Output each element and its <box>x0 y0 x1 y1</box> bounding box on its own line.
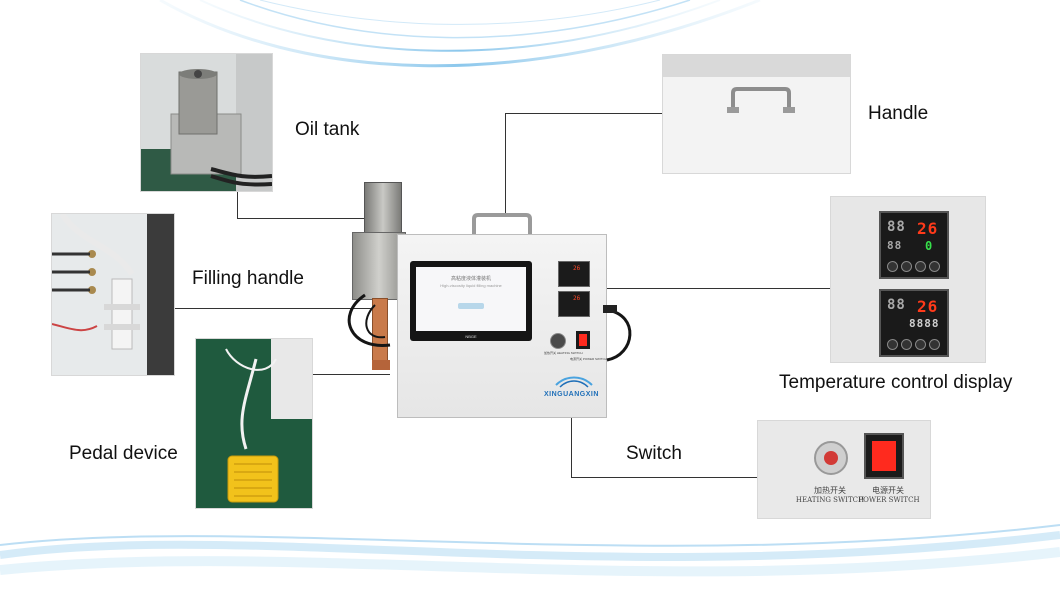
machine-heating-dial[interactable] <box>550 333 566 349</box>
temp-controller-2: 88 26 8888 <box>879 289 949 357</box>
leader-handle-v <box>505 113 506 216</box>
tc1-button-1[interactable] <box>887 261 898 272</box>
oil-tank-illustration <box>141 54 272 191</box>
tc1-button-3[interactable] <box>915 261 926 272</box>
tc2-button-4[interactable] <box>929 339 940 350</box>
machine-power-switch[interactable] <box>576 331 590 349</box>
filling-handle-photo <box>51 213 175 376</box>
leader-pedal <box>312 374 390 375</box>
pedal-illustration <box>225 339 312 503</box>
leader-temp-display <box>606 288 830 289</box>
screen-title: 高粘度液体灌装机 <box>450 276 491 282</box>
machine-temp-controller-top: 26 <box>558 261 590 287</box>
leader-switch-h <box>571 477 758 478</box>
heating-switch-center-icon <box>824 451 838 465</box>
machine-filling-tip <box>372 360 390 370</box>
leader-filling-handle <box>174 308 380 309</box>
machine-touchscreen[interactable]: 高粘度液体灌装机 High-viscosity liquid filling m… <box>410 261 532 341</box>
machine-logo-icon <box>555 376 593 388</box>
filling-handle-illustration <box>52 214 174 375</box>
machine-temp-bottom-value: 26 <box>573 295 581 302</box>
handle-photo <box>662 54 851 174</box>
leader-switch-v <box>571 406 572 478</box>
machine-oil-tank-cylinder <box>364 182 402 234</box>
tc1-button-4[interactable] <box>929 261 940 272</box>
tc2-button-2[interactable] <box>901 339 912 350</box>
leader-handle-h <box>505 113 663 114</box>
machine-heating-label: 加热开关 HEATING SWITCH <box>544 351 583 355</box>
tc2-button-3[interactable] <box>915 339 926 350</box>
heating-switch-label-en: HEATING SWITCH <box>795 496 865 504</box>
touchscreen-display: 高粘度液体灌装机 High-viscosity liquid filling m… <box>416 267 526 331</box>
machine-cables <box>347 293 632 362</box>
power-switch-rocker[interactable] <box>864 433 904 479</box>
heating-switch-label-cn: 加热开关 <box>814 486 846 495</box>
label-oil-tank: Oil tank <box>295 119 360 140</box>
oil-tank-photo <box>140 53 273 192</box>
temp-display-photo: 88 26 88 0 88 26 8888 <box>830 196 986 363</box>
label-handle: Handle <box>868 103 929 124</box>
screen-brand: NBGE <box>465 334 477 339</box>
label-pedal-device: Pedal device <box>69 443 178 464</box>
tc2-sv-digits: 8888 <box>909 317 940 330</box>
tc2-pv-digits: 26 <box>917 297 939 316</box>
screen-start-button[interactable] <box>458 303 484 309</box>
power-switch-red-face <box>872 441 896 471</box>
machine-top-handle-icon <box>472 213 532 237</box>
tc1-left-digits: 88 <box>887 219 906 235</box>
power-switch-label-en: POWER SWITCH <box>858 496 920 504</box>
tc1-sv-digits: 0 <box>925 239 934 253</box>
tc1-sv-left: 88 <box>887 239 903 252</box>
machine-brand-text: XINGUANGXIN <box>544 391 599 398</box>
machine-temp-controller-bottom: 26 <box>558 291 590 317</box>
label-filling-handle: Filling handle <box>192 268 304 289</box>
temp-controller-1: 88 26 88 0 <box>879 211 949 279</box>
tc2-left-digits: 88 <box>887 297 906 313</box>
label-switch: Switch <box>626 443 682 464</box>
pedal-device-photo <box>195 338 313 509</box>
machine-temp-top-value: 26 <box>573 265 581 272</box>
tc2-button-1[interactable] <box>887 339 898 350</box>
machine-body: 高粘度液体灌装机 High-viscosity liquid filling m… <box>397 234 607 418</box>
switch-panel-photo: 加热开关 HEATING SWITCH 电源开关 POWER SWITCH <box>757 420 931 519</box>
tc1-pv-digits: 26 <box>917 219 939 238</box>
handle-illustration <box>663 55 850 173</box>
power-switch-label-cn: 电源开关 <box>872 486 904 495</box>
tc1-button-2[interactable] <box>901 261 912 272</box>
leader-oil-tank-h <box>237 218 365 219</box>
screen-subtitle: High-viscosity liquid filling machine <box>440 283 502 288</box>
leader-oil-tank-v <box>237 191 238 219</box>
machine-power-label: 电源开关 POWER SWITCH <box>570 357 607 361</box>
heating-switch-dial[interactable] <box>814 441 848 475</box>
label-temperature-control-display: Temperature control display <box>779 372 1013 393</box>
machine-power-switch-face <box>579 334 587 346</box>
